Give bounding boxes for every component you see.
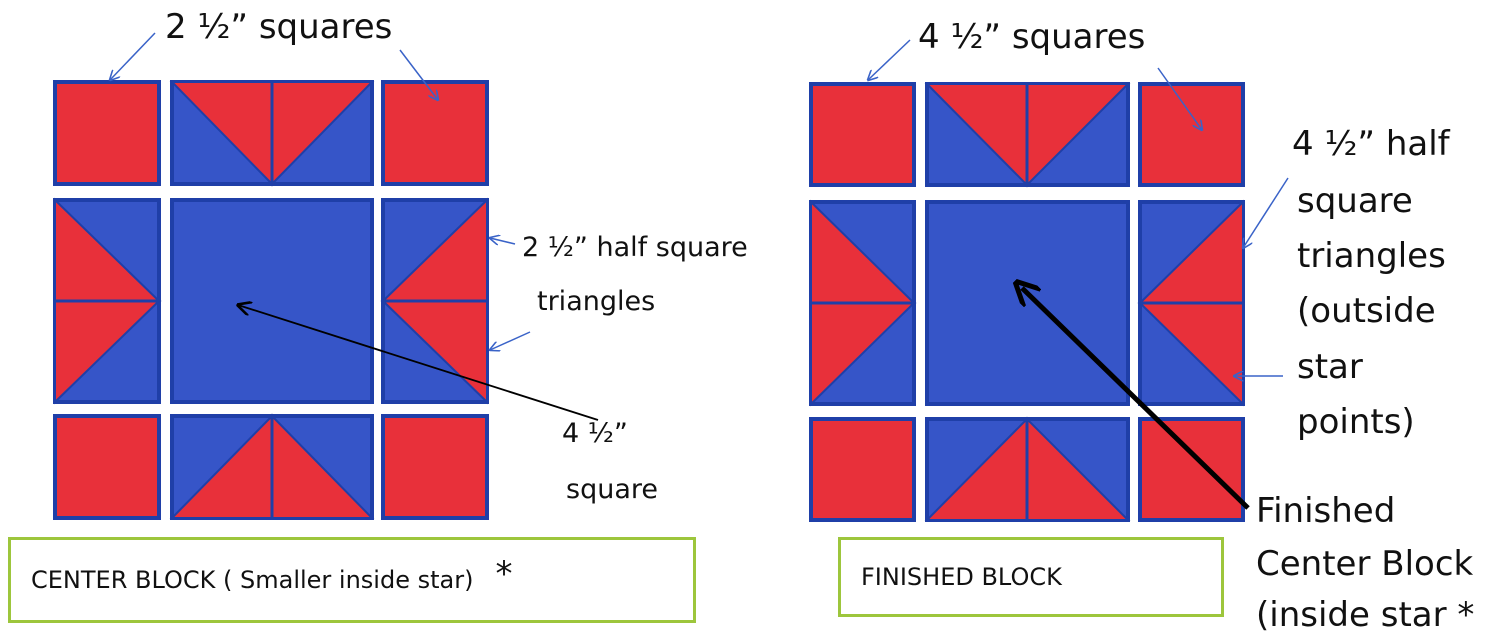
left-corner-square-br [381,414,489,520]
right-caption-box: FINISHED BLOCK [838,537,1224,617]
right-arrow-hst-1 [1243,177,1289,248]
left-arrow-squares-1 [110,32,156,80]
right-center-square [925,200,1130,406]
right-arrow-squares-2 [1157,67,1202,130]
right-block [809,39,1289,522]
right-bottom-star-point [924,416,1131,522]
left-hst-label-line2: triangles [537,286,656,317]
left-right-star-point [380,197,489,405]
right-corner-square-br [1138,417,1245,522]
left-caption-text: CENTER BLOCK ( Smaller inside star) [31,566,474,594]
left-caption-asterisk: * [495,554,513,594]
right-arrow-center [1022,288,1250,510]
right-right-star-point [1137,199,1245,407]
right-hst-label-line2: square [1297,181,1413,221]
right-center-label-line3: (inside star * [1256,595,1475,635]
right-hst-label-line1: 4 ½” half [1292,124,1450,164]
left-corner-square-tr [381,80,489,186]
right-hst-label-line6: points) [1297,402,1415,442]
left-center-square [170,198,374,404]
right-corner-square-tr [1138,82,1245,187]
left-center-label-line1: 4 ½” [562,418,628,449]
left-corner-square-tl [53,80,161,186]
left-arrow-center [238,305,599,421]
right-hst-label-line4: (outside [1297,291,1436,331]
right-center-label-line1: Finished [1256,491,1396,531]
left-left-star-point [53,197,162,405]
right-hst-label-line3: triangles [1297,236,1446,276]
left-bottom-star-point [169,413,375,520]
left-squares-label: 2 ½” squares [165,7,393,47]
left-arrow-squares-2 [399,49,438,100]
left-corner-square-bl [53,414,161,520]
left-hst-label-line1: 2 ½” half square [522,232,748,263]
left-block [53,32,599,520]
right-center-label-line2: Center Block [1256,544,1474,584]
right-top-star-point [924,82,1131,188]
left-center-label-line2: square [566,474,658,505]
left-arrow-hst-1 [490,238,516,244]
right-corner-square-tl [809,82,916,187]
right-arrow-squares-1 [868,39,911,80]
right-squares-label: 4 ½” squares [918,17,1146,57]
right-left-star-point [809,199,917,407]
left-caption-box: CENTER BLOCK ( Smaller inside star) * [8,537,696,623]
right-hst-label-line5: star [1297,347,1363,387]
right-corner-square-bl [809,417,916,522]
left-top-star-point [169,80,375,187]
left-arrow-hst-2 [490,331,531,350]
right-caption-text: FINISHED BLOCK [861,563,1062,591]
